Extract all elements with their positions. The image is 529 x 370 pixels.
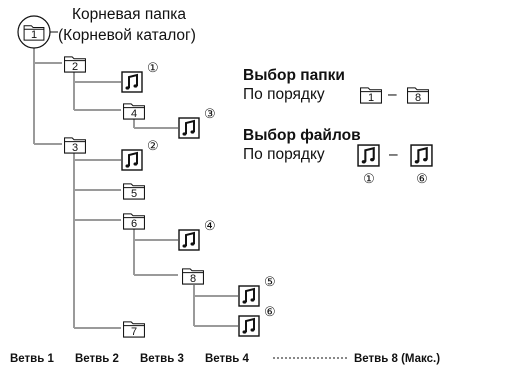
music-file-icon [178, 117, 200, 139]
tree-lines [33, 43, 238, 329]
file-3: ③ [178, 106, 216, 139]
file-6-number: ⑥ [264, 304, 276, 319]
file-4-number: ④ [204, 218, 216, 233]
file-1-number: ① [147, 60, 159, 75]
branch-label-3: Ветвь 3 [140, 353, 184, 365]
folder-8-number: 8 [190, 273, 196, 285]
folder-2-number: 2 [72, 61, 78, 73]
file-4: ④ [178, 218, 216, 251]
file-5-number: ⑤ [264, 274, 276, 289]
folder-6: 6 [122, 213, 146, 230]
music-file-icon [357, 144, 380, 167]
file-3-number: ③ [204, 106, 216, 121]
folder-3: 3 [63, 137, 87, 154]
root-folder: 1 Корневая папка (Корневой каталог) [17, 6, 196, 49]
music-file-icon [410, 144, 433, 167]
file-1: ① [121, 60, 159, 93]
file-selection-title: Выбор файлов [243, 127, 361, 144]
file-selection-legend: Выбор файлов По порядку ① – ⑥ [243, 127, 433, 186]
music-file-icon [121, 71, 143, 93]
root-label-line1: Корневая папка [72, 6, 186, 23]
folder-5: 5 [122, 183, 146, 200]
folder-selection-order-label: По порядку [243, 86, 325, 103]
file-selection-to: ⑥ [416, 171, 428, 186]
branch-label-2: Ветвь 2 [75, 353, 119, 365]
root-folder-number: 1 [31, 29, 37, 41]
branch-label-1: Ветвь 1 [10, 353, 55, 365]
folder-2: 2 [63, 56, 87, 73]
folder-selection-title: Выбор папки [243, 67, 345, 84]
folder-3-number: 3 [72, 142, 78, 154]
folder-7-number: 7 [131, 326, 137, 338]
folder-selection-dash: – [388, 86, 397, 103]
branch-label-4: Ветвь 4 [205, 353, 250, 365]
file-2-number: ② [147, 138, 159, 153]
file-5: ⑤ [238, 274, 276, 307]
folder-4: 4 [122, 103, 146, 120]
branch-levels: Ветвь 1 Ветвь 2 Ветвь 3 Ветвь 4 Ветвь 8 … [10, 353, 440, 365]
file-2: ② [121, 138, 159, 171]
folder-selection-to: 8 [415, 92, 421, 104]
folder-5-number: 5 [131, 188, 137, 200]
file-selection-from: ① [363, 171, 375, 186]
file-6: ⑥ [238, 304, 276, 337]
folder-selection-legend: Выбор папки По порядку 1 – 8 [243, 67, 430, 104]
music-file-icon [121, 149, 143, 171]
folder-8: 8 [181, 268, 205, 285]
branch-label-8: Ветвь 8 (Макс.) [354, 353, 440, 365]
folder-7: 7 [122, 321, 146, 338]
folder-6-number: 6 [131, 218, 137, 230]
music-file-icon [238, 285, 260, 307]
music-file-icon [178, 229, 200, 251]
file-selection-order-label: По порядку [243, 146, 325, 163]
root-label-line2: (Корневой каталог) [58, 27, 196, 44]
folder-selection-from: 1 [368, 92, 374, 104]
folder-4-number: 4 [131, 108, 137, 120]
music-file-icon [238, 315, 260, 337]
file-selection-dash: – [389, 146, 398, 163]
